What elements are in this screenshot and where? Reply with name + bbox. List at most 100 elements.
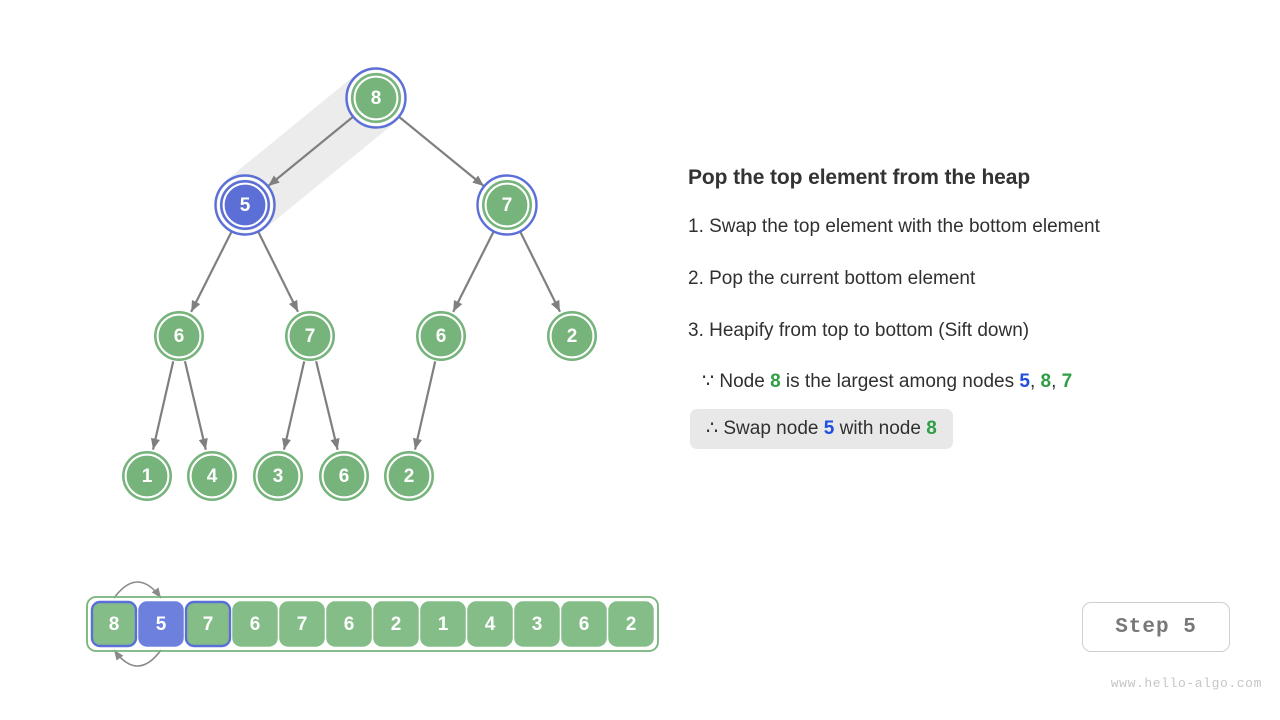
array-cell: 6	[326, 601, 372, 647]
array-cell: 6	[232, 601, 278, 647]
array-cell: 8	[90, 600, 138, 648]
page-title: Pop the top element from the heap	[688, 166, 1031, 189]
array-cell: 7	[279, 601, 325, 647]
tree-node-layer: 8 5 7 6 7 6 2 1 4 3 6 2	[122, 67, 597, 501]
tree-node: 2	[547, 311, 597, 361]
tree-node-label: 1	[142, 466, 153, 487]
tree-edge-arrowhead	[412, 437, 422, 450]
tree-node-label: 7	[502, 195, 513, 216]
array-cell-label: 6	[344, 614, 355, 635]
tree-node-label: 2	[404, 466, 415, 487]
binary-tree-graphic: 8 5 7 6 7 6 2 1 4 3 6 2	[122, 67, 597, 501]
tree-edge-arrowhead	[550, 299, 560, 312]
tree-node-label: 6	[339, 466, 350, 487]
reason-therefore-line: ∴ Swap node 5 with node 8	[690, 409, 953, 449]
tree-edge-arrowhead	[198, 437, 208, 450]
tree-node: 3	[253, 451, 303, 501]
tree-edge-arrowhead	[191, 299, 201, 312]
explanation-panel: Pop the top element from the heap 1. Swa…	[688, 0, 1248, 720]
tree-edge	[315, 361, 339, 451]
swap-arrow-layer	[113, 581, 162, 667]
tree-node: 6	[319, 451, 369, 501]
step-badge: Step 5	[1082, 602, 1230, 652]
therefore-symbol: ∴	[706, 418, 724, 439]
instruction-step-2: 2. Pop the current bottom element	[688, 268, 976, 289]
tree-edge	[256, 230, 299, 313]
tree-edge	[267, 115, 355, 187]
instruction-step-1: 1. Swap the top element with the bottom …	[688, 216, 1100, 237]
array-frame	[86, 596, 659, 652]
array-cell: 2	[373, 601, 419, 647]
swap-arrowhead	[114, 650, 124, 661]
tree-edge	[151, 361, 175, 450]
tree-edge	[282, 361, 306, 450]
swap-arc-bottom	[113, 649, 162, 667]
tree-node-label: 6	[436, 326, 447, 347]
swap-arrowhead	[151, 587, 161, 598]
tree-edge-arrowhead	[288, 299, 298, 312]
tree-edge	[397, 115, 485, 187]
tree-edge-layer	[150, 115, 561, 451]
array-cell-label: 5	[156, 614, 167, 635]
therefore-prefix: Swap node	[723, 418, 824, 439]
array-cell-label: 7	[297, 614, 308, 635]
because-candidate-value: 7	[1061, 371, 1073, 392]
tree-node-label: 7	[305, 326, 316, 347]
tree-edge-arrowhead	[268, 175, 280, 187]
tree-edge-arrowhead	[281, 437, 291, 450]
tree-node: 8	[345, 67, 407, 129]
tree-node: 5	[214, 174, 276, 236]
tree-node: 6	[416, 311, 466, 361]
because-candidate-value: 8	[1040, 371, 1052, 392]
array-cell-label: 1	[438, 614, 449, 635]
instruction-step-3: 3. Heapify from top to bottom (Sift down…	[688, 320, 1030, 341]
tree-node: 4	[187, 451, 237, 501]
because-middle: is the largest among nodes	[780, 371, 1020, 392]
tree-node-label: 6	[174, 326, 185, 347]
because-prefix: Node	[719, 371, 771, 392]
tree-node-label: 3	[273, 466, 284, 487]
because-symbol: ∵	[702, 371, 720, 392]
tree-node-label: 5	[240, 195, 251, 216]
array-frame-layer	[86, 596, 659, 652]
tree-node: 7	[285, 311, 335, 361]
array-cell-label: 7	[203, 614, 214, 635]
array-cell-label: 4	[485, 614, 496, 635]
array-cell-label: 8	[109, 614, 120, 635]
tree-node-label: 2	[567, 326, 578, 347]
therefore-node-a-value: 5	[823, 418, 835, 439]
because-subject-value: 8	[770, 371, 781, 392]
tree-node-label: 4	[207, 466, 218, 487]
tree-edge	[518, 230, 561, 313]
tree-edge-arrowhead	[330, 437, 340, 450]
tree-edge	[452, 230, 495, 313]
because-candidate-value: 5	[1019, 371, 1030, 392]
array-cell-label: 6	[250, 614, 261, 635]
array-cell: 3	[514, 601, 560, 647]
tree-node: 1	[122, 451, 172, 501]
array-cell: 2	[608, 601, 654, 647]
array-cell-label: 3	[532, 614, 543, 635]
tree-node: 7	[476, 174, 538, 236]
tree-edge-arrowhead	[472, 175, 484, 187]
watermark: www.hello-algo.com	[1110, 676, 1262, 691]
array-cell: 7	[184, 600, 232, 648]
because-separator: ,	[1029, 371, 1041, 392]
array-cell: 4	[467, 601, 513, 647]
array-cell: 5	[138, 601, 184, 647]
tree-node-label: 8	[371, 88, 382, 109]
array-cell: 6	[561, 601, 607, 647]
tree-edge	[413, 361, 437, 450]
swap-arc-top	[113, 581, 162, 599]
tree-edge-arrowhead	[150, 437, 160, 450]
therefore-middle: with node	[834, 418, 927, 439]
tree-edge	[190, 230, 233, 313]
array-cell: 1	[420, 601, 466, 647]
tree-edge-arrowhead	[453, 299, 463, 312]
array-cell-label: 6	[579, 614, 590, 635]
tree-edge	[183, 361, 207, 450]
therefore-node-b-value: 8	[926, 418, 937, 439]
